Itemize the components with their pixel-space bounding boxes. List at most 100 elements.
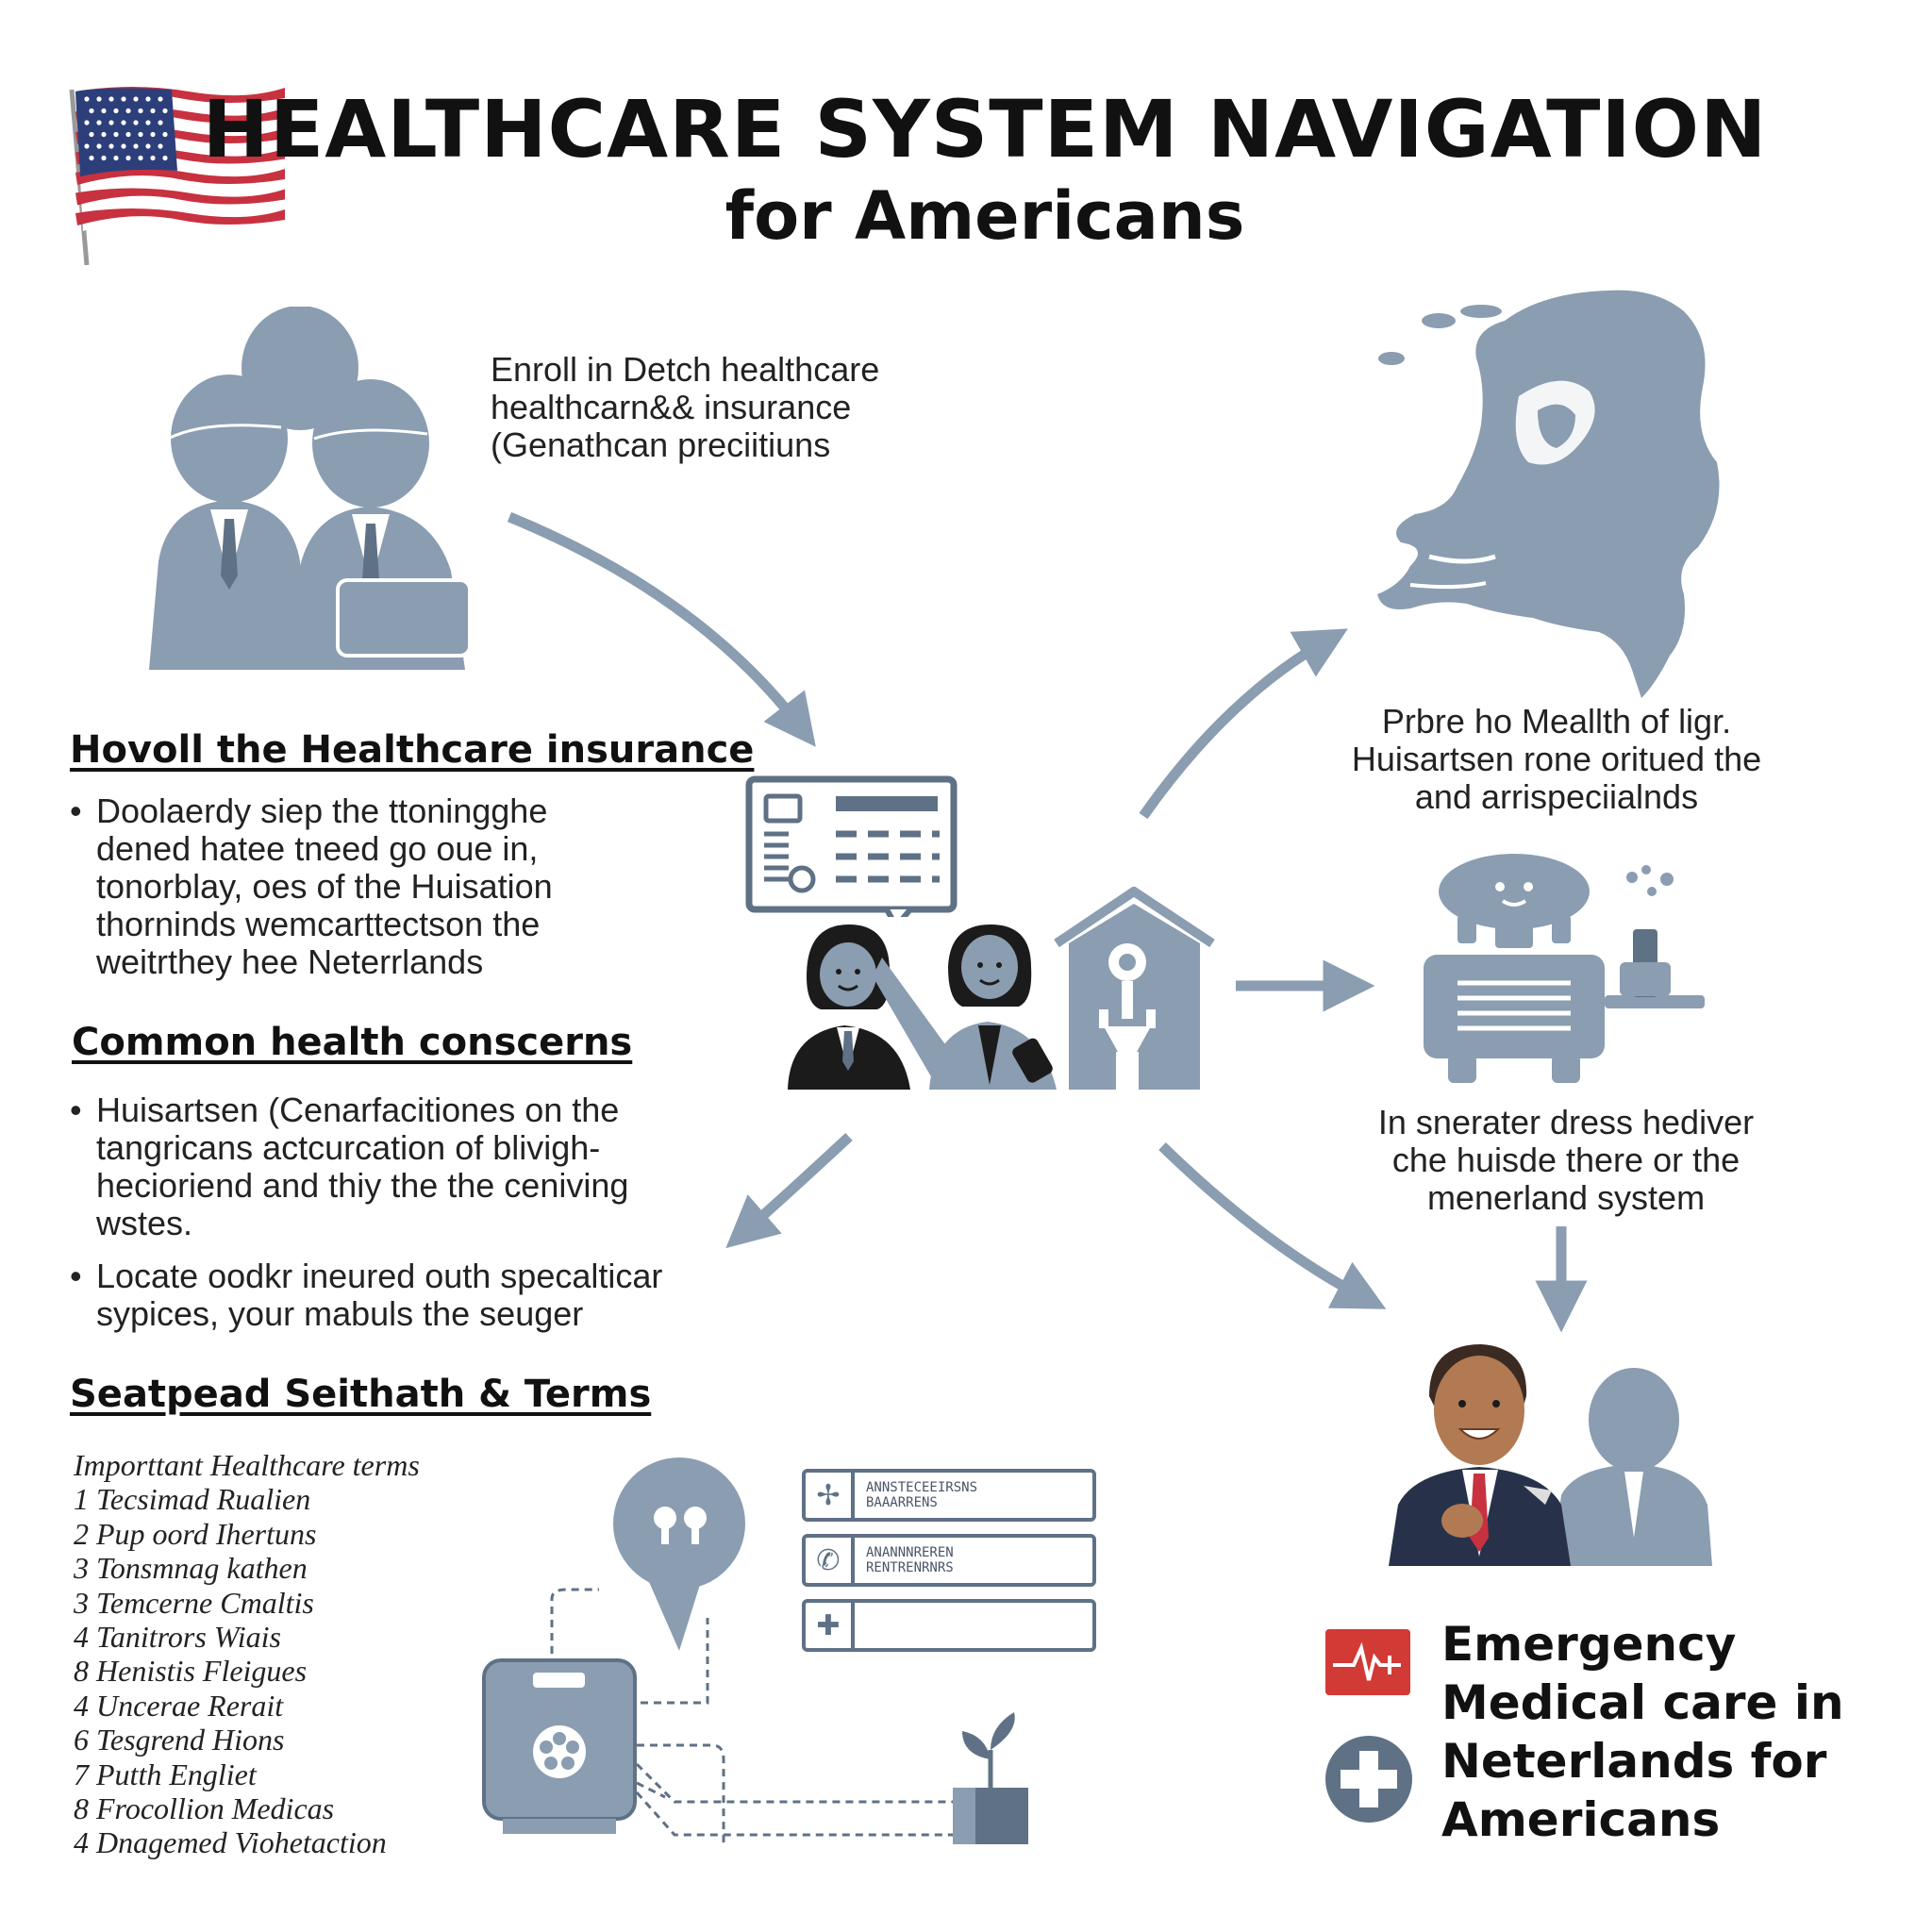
flag-stripe [75,208,285,225]
system-line: In snerater dress hediver [1377,1103,1755,1141]
insurance-bullet-line: thorninds wemcarttectson the [96,905,541,943]
terms-item: 3 Tonsmnag kathen [74,1551,308,1586]
arrow-to-map [1139,628,1348,820]
system-line: che huisde there or the [1391,1141,1740,1179]
flag-star [101,131,107,138]
flag-star [113,131,119,138]
concerns-bullet-line: tangricans actcurcation of blivigh- [96,1128,601,1167]
flag-star [138,155,143,161]
flag-star [84,143,90,149]
system-text: In snerater dress hediver che huisde the… [1302,1104,1830,1217]
plus-icon: ✢ [806,1473,855,1518]
id-card-icon [745,775,958,917]
hospital-building-icon [1054,887,1215,1090]
business-people-icon [149,307,470,670]
insurance-bullet-line: Doolaerdy siep the ttoningghe [96,791,548,830]
insurance-bullet-line: tonorblay, oes of the Huisation [96,867,553,906]
netherlands-map-icon [1377,290,1720,698]
enroll-line: Enroll in Detch healthcare [491,350,880,389]
flag-star [125,155,131,161]
flag-star [121,96,126,102]
flag-star [162,155,168,161]
page-subtitle: for Americans [724,177,1245,255]
emergency-line: Americans [1441,1792,1721,1847]
flag-star [150,131,156,138]
flag-star [108,96,114,102]
huisartsen-line: Prbre ho Meallth of ligr. [1381,702,1732,741]
us-flag-icon [69,85,285,266]
flag-star [89,155,94,161]
flag-star [145,143,151,149]
insurance-bullet: • Doolaerdy siep the ttoningghe dened ha… [70,791,553,981]
flag-star [150,108,156,114]
terms-item: 8 Henistis Fleigues [74,1654,308,1689]
concerns-bullet-line: Huisartsen (Cenarfacitiones on the [96,1091,620,1129]
emergency-line: Neterlands for [1441,1734,1827,1789]
page-title: HEALTHCARE SYSTEM NAVIGATION [202,83,1768,175]
flag-star [113,108,119,114]
flag-star [84,120,90,125]
form-field-3[interactable]: ✚ [802,1599,1096,1652]
flag-star [133,143,139,149]
flag-star [145,96,151,102]
terms-item: 4 Tanitrors Wiais [74,1620,281,1655]
concerns-bullet-line: hecioriend and thiy the the ceniving [96,1166,629,1205]
huisartsen-line: and arrispeciialnds [1414,777,1699,816]
concerns-bullet-line: wstes. [96,1204,193,1242]
terms-list: Importtant Healthcare terms 1 Tecsimad R… [74,1448,420,1860]
flag-star [158,96,163,102]
connections-illustration [482,1457,1028,1844]
terms-item: 2 Pup oord Ihertuns [74,1516,317,1551]
concerns-bullet-1: • Huisartsen (Cenarfacitiones on the tan… [70,1091,629,1242]
flag-star [125,108,131,114]
huisartsen-line: Huisartsen rone oritued the [1351,740,1762,778]
flag-star [89,108,94,114]
huisartsen-text: Prbre ho Meallth of ligr. Huisartsen ron… [1302,703,1811,816]
emergency-line: Medical care in [1441,1675,1844,1730]
terms-item: 8 Frocollion Medicas [74,1791,335,1826]
emergency-text: Emergency Medical care in Neterlands for… [1441,1615,1844,1849]
flag-star [125,131,131,138]
terms-item: 7 Putth Engliet [74,1757,257,1791]
flag-star [113,155,119,161]
medical-cross-icon [1325,1736,1412,1823]
flag-star [133,120,139,125]
terms-item: 4 Dnagemed Viohetaction [74,1825,387,1860]
arrow-to-center [507,511,816,747]
flag-star [84,96,90,102]
flag-star [145,120,151,125]
flag-star [121,143,126,149]
enroll-line: healthcarn&& insurance [491,388,852,426]
ecg-heart-icon [1325,1629,1410,1695]
arrow-to-doctors [1158,1142,1387,1309]
phone-icon: ✆ [806,1538,855,1583]
flag-star [96,96,102,102]
terms-item: 6 Tesgrend Hions [74,1723,285,1757]
flag-star [138,108,143,114]
flag-star [101,108,107,114]
flag-star [121,120,126,125]
terms-intro: Importtant Healthcare terms [74,1448,420,1482]
system-line: menerland system [1426,1178,1706,1217]
concerns-bullet-2: • Locate oodkr ineured outh specalticar … [70,1257,663,1333]
medical-robot-icon [1424,854,1705,1083]
flag-star [150,155,156,161]
flag-star [158,120,163,125]
flag-star [89,131,94,138]
flag-star [101,155,107,161]
insurance-heading: Hovoll the Healthcare insurance [70,728,755,772]
enroll-text: Enroll in Detch healthcare healthcarn&& … [491,351,879,464]
flag-star [108,120,114,125]
terms-item: 4 Uncerae Rerait [74,1688,284,1723]
flag-star [138,131,143,138]
enroll-line: (Genathcan preciitiuns [491,425,831,464]
cross-icon: ✚ [806,1603,855,1648]
terms-item: 1 Tecsimad Rualien [74,1482,311,1517]
flag-star [96,143,102,149]
doctor-patient-icon [788,924,1057,1090]
